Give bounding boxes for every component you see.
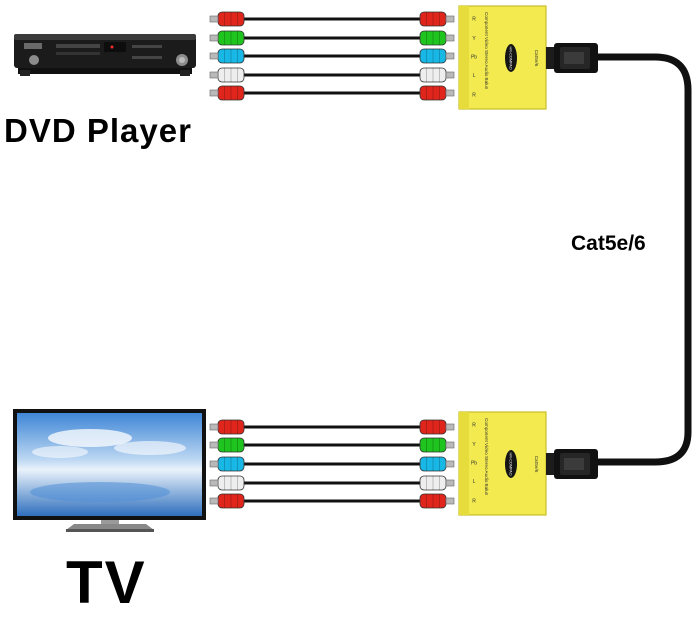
- top-adapter-port-label-1: R: [472, 16, 476, 22]
- top-plug-right-2: [419, 30, 455, 46]
- top-adapter-badge-text: HR-COMPAD: [509, 46, 513, 69]
- top-plug-right-5: [419, 85, 455, 101]
- bottom-plug-left-3: [209, 456, 245, 472]
- top-adapter-port-label-5: R: [472, 93, 476, 99]
- top-plug-right-3: [419, 48, 455, 64]
- bottom-adapter-badge-shape: [505, 450, 517, 478]
- bottom-adapter-side-text: Component Video Stereo Audio Balun: [484, 418, 489, 496]
- balun-adapter-bottom: R Y PbL R Component Video Stereo Audio Balun…: [458, 411, 598, 516]
- top-adapter-port-label-2: Y: [472, 36, 476, 42]
- top-plug-right-4: [419, 67, 455, 83]
- bottom-plug-right-1: [419, 419, 455, 435]
- bottom-adapter-port-text: CatSe/6: [534, 456, 539, 473]
- rca-cable-group-top: [209, 11, 455, 101]
- bottom-plug-left-4: [209, 475, 245, 491]
- dvd-player-label: DVD Player: [4, 112, 192, 149]
- rca-cable-group-bottom: [209, 419, 455, 509]
- top-adapter-port-label-3: Pb: [471, 54, 477, 60]
- bottom-adapter-badge-text: HR-COMPAD: [509, 452, 513, 475]
- top-adapter-badge-shape: [505, 44, 517, 72]
- top-plug-left-3: [209, 48, 245, 64]
- bottom-adapter-port-label-5: R: [472, 499, 476, 505]
- bottom-plug-left-5: [209, 493, 245, 509]
- bottom-adapter-rj45-boot: [546, 453, 554, 475]
- bottom-plug-left-1: [209, 419, 245, 435]
- bottom-adapter-port-label-2: Y: [472, 442, 476, 448]
- bottom-plug-right-2: [419, 437, 455, 453]
- top-adapter-port-label-4: L: [473, 73, 476, 79]
- top-plug-left-4: [209, 67, 245, 83]
- tv-label: TV: [66, 549, 147, 616]
- dvd-player: [14, 34, 196, 76]
- bottom-adapter-port-label-1: R: [472, 422, 476, 428]
- bottom-plug-right-3: [419, 456, 455, 472]
- bottom-plug-right-4: [419, 475, 455, 491]
- balun-adapter-top: R Y PbL R Component Video Stereo Audio Balun…: [458, 5, 598, 110]
- top-adapter-port-text: CatSe/6: [534, 50, 539, 67]
- top-plug-left-5: [209, 85, 245, 101]
- top-plug-left-1: [209, 11, 245, 27]
- bottom-plug-left-2: [209, 437, 245, 453]
- bottom-adapter-port-label-4: L: [473, 479, 476, 485]
- top-adapter-side-text: Component Video Stereo Audio Balun: [484, 12, 489, 90]
- top-plug-left-2: [209, 30, 245, 46]
- bottom-plug-right-5: [419, 493, 455, 509]
- tv-set: [13, 409, 206, 532]
- cable-type-label: Cat5e/6: [571, 232, 646, 255]
- bottom-adapter-port-label-3: Pb: [471, 460, 477, 466]
- top-adapter-rj45-boot: [546, 47, 554, 69]
- cat5e-cable: [592, 53, 692, 466]
- top-plug-right-1: [419, 11, 455, 27]
